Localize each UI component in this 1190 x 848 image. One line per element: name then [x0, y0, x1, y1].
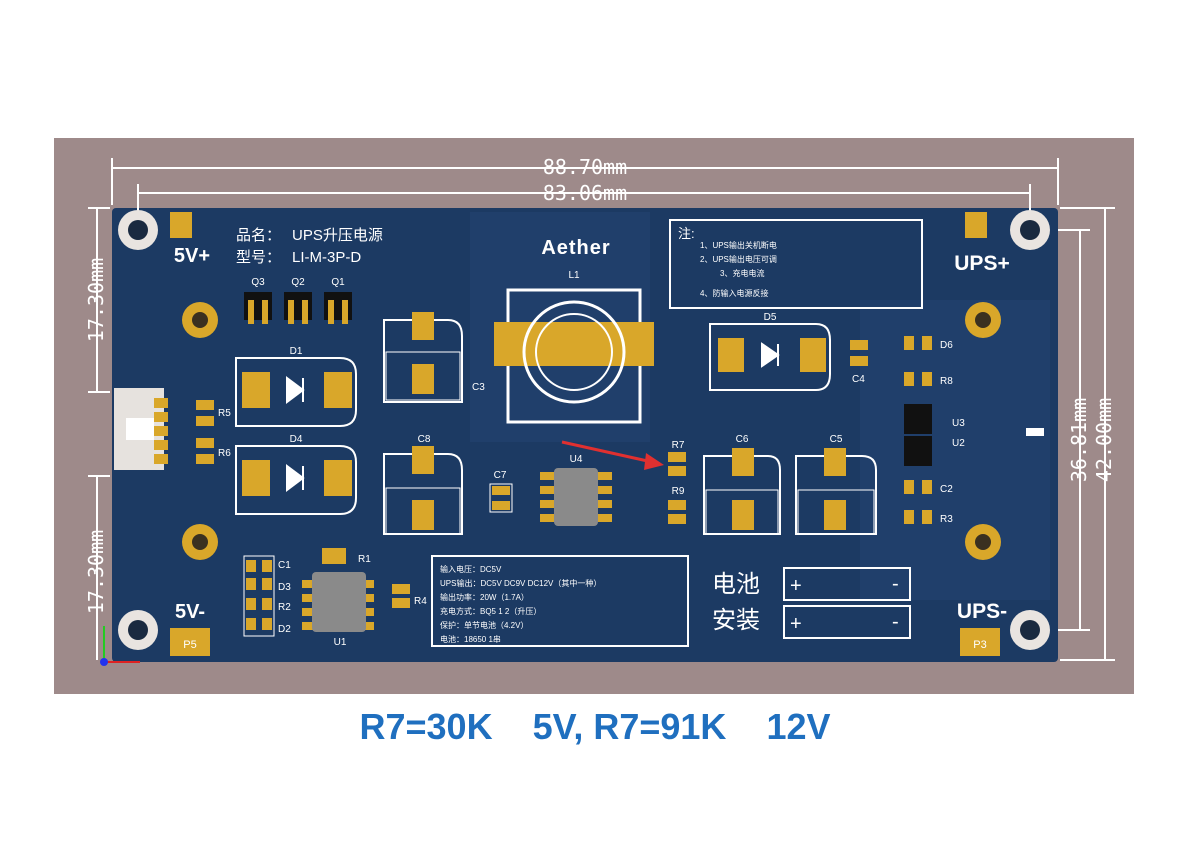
label-c6: C6	[736, 434, 749, 445]
electrolytic-capacitors	[383, 312, 877, 535]
transistors	[244, 292, 352, 324]
label-c5: C5	[830, 434, 843, 445]
label-ups-plus: UPS+	[954, 252, 1009, 275]
axis-marker	[100, 626, 140, 666]
battery-plus: +	[790, 575, 802, 597]
caption-part-3: 12V	[766, 706, 831, 747]
cap-c7-outline	[489, 483, 513, 513]
label-ups-minus: UPS-	[957, 600, 1007, 623]
label-p5: P5	[183, 639, 196, 651]
label-d6: D6	[940, 340, 953, 351]
spec-line: 电池：18650 1串	[440, 634, 501, 644]
usb-connector	[114, 388, 168, 470]
cap-c7-pad	[492, 501, 510, 510]
battery-label-2: 安装	[712, 607, 760, 634]
battery-outline-1	[783, 567, 911, 601]
label-r2: R2	[278, 602, 291, 613]
dimension-lines	[88, 158, 1115, 661]
label-r7: R7	[672, 440, 685, 451]
label-r4: R4	[414, 596, 427, 607]
dim-right-outer: 42.00mm	[1092, 398, 1116, 482]
notes-box	[669, 219, 923, 309]
battery-label-1: 电池	[712, 571, 760, 598]
label-5v-plus: 5V+	[174, 245, 210, 267]
label-q2: Q2	[291, 277, 305, 288]
highlight-arrow	[561, 440, 653, 464]
inductor-l1	[494, 288, 654, 424]
terminal-pad-p5	[170, 628, 210, 656]
label-d2: D2	[278, 624, 291, 635]
model-label: 型号：	[236, 249, 281, 266]
label-r9: R9	[672, 486, 685, 497]
label-d3: D3	[278, 582, 291, 593]
note-line: 3、充电电流	[720, 268, 764, 278]
spec-line: 输入电压：DC5V	[440, 564, 502, 574]
dim-top-inner: 83.06mm	[543, 181, 627, 205]
battery-plus: +	[790, 613, 802, 635]
resistors-r5-r6	[196, 400, 214, 464]
terminal-pad-ups-plus	[965, 212, 987, 238]
cap-c7-pad	[492, 486, 510, 495]
small-parts-right	[850, 336, 1044, 524]
label-u2: U2	[952, 438, 965, 449]
label-r1: R1	[358, 554, 371, 565]
label-r3: R3	[940, 514, 953, 525]
dim-left-upper: 17.30mm	[84, 258, 108, 342]
label-c3: C3	[472, 382, 485, 393]
note-line: 1、UPS输出关机断电	[700, 240, 777, 250]
label-d4: D4	[290, 434, 303, 445]
label-5v-minus: 5V-	[175, 601, 205, 623]
label-p3: P3	[973, 639, 986, 651]
label-c4: C4	[852, 374, 865, 385]
diode-footprints	[235, 323, 831, 515]
spec-line: 保护：单节电池（4.2V）	[440, 620, 528, 630]
spec-line: UPS输出：DC5V DC9V DC12V（其中一种）	[440, 578, 601, 588]
label-c7: C7	[494, 470, 507, 481]
resistor-r7-r9	[668, 452, 686, 524]
ic-u1	[302, 548, 410, 632]
mounting-holes	[118, 210, 1050, 650]
copper-pour	[860, 300, 1050, 600]
label-u1: U1	[334, 637, 347, 648]
label-u4: U4	[570, 454, 583, 465]
caption-part-1: R7=30K	[359, 706, 493, 747]
dim-top-outer: 88.70mm	[543, 155, 627, 179]
small-parts-left	[243, 555, 275, 637]
resistor-caption: R7=30K 5V, R7=91K 12V	[0, 706, 1190, 766]
ic-u4	[540, 468, 612, 526]
spec-line: 输出功率：20W（1.7A）	[440, 592, 529, 602]
dim-left-lower: 17.30mm	[84, 530, 108, 614]
label-u3: U3	[952, 418, 965, 429]
dim-right-inner: 36.81mm	[1067, 398, 1091, 482]
label-c1: C1	[278, 560, 291, 571]
label-r6: R6	[218, 448, 231, 459]
product-name: UPS升压电源	[292, 227, 383, 244]
brand-logo: Aether	[541, 237, 610, 259]
caption-part-2: 5V, R7=91K	[532, 706, 727, 747]
battery-minus: -	[892, 573, 899, 595]
spec-box	[431, 555, 689, 647]
note-line: 2、UPS输出电压可调	[700, 254, 777, 264]
product-name-label: 品名：	[236, 227, 281, 244]
label-q3: Q3	[251, 277, 265, 288]
battery-outline-2	[783, 605, 911, 639]
notes-title: 注:	[678, 226, 695, 241]
label-c2: C2	[940, 484, 953, 495]
label-d5: D5	[764, 312, 777, 323]
label-q1: Q1	[331, 277, 345, 288]
label-r5: R5	[218, 408, 231, 419]
label-l1: L1	[568, 270, 580, 281]
spec-line: 充电方式：BQ5 1 2（升压）	[440, 606, 541, 616]
battery-minus: -	[892, 611, 899, 633]
model-number: LI-M-3P-D	[292, 249, 361, 266]
note-line: 4、防输入电源反接	[700, 288, 768, 298]
label-c8: C8	[418, 434, 431, 445]
highlight-arrow-head	[644, 453, 664, 470]
terminal-pad-p3	[960, 628, 1000, 656]
label-r8: R8	[940, 376, 953, 387]
terminal-pad-5v-plus	[170, 212, 192, 238]
label-d1: D1	[290, 346, 303, 357]
